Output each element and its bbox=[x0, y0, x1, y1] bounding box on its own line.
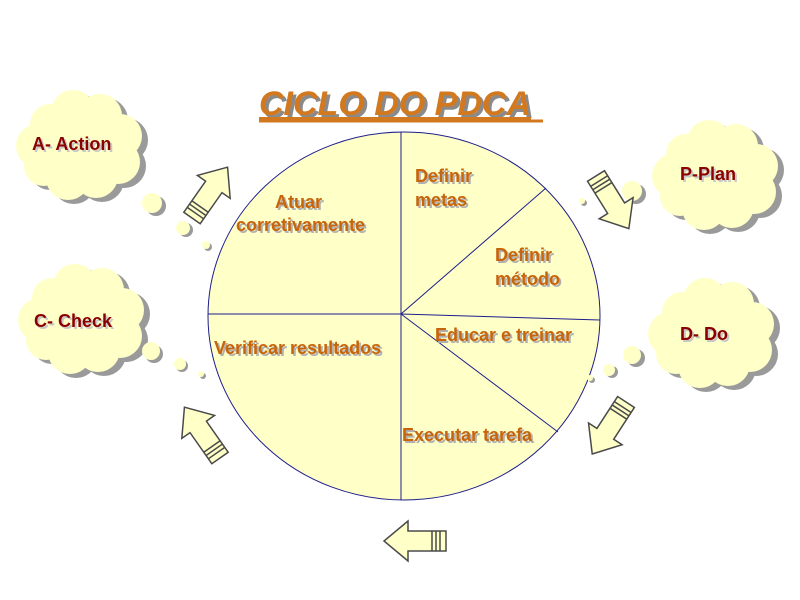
label-educar: Educar e treinar bbox=[435, 325, 572, 345]
cloud-plan-label: P-Plan bbox=[680, 164, 736, 184]
label-corretivamente: corretivamente bbox=[236, 215, 365, 235]
svg-text:A- Action: A- Action bbox=[34, 136, 113, 156]
svg-text:Atuar: Atuar bbox=[277, 194, 324, 214]
divider-right bbox=[400, 313, 601, 321]
svg-text:corretivamente: corretivamente bbox=[238, 217, 367, 237]
pdca-circle bbox=[207, 131, 601, 501]
arrow-left bbox=[383, 520, 447, 562]
svg-text:método: método bbox=[497, 271, 562, 291]
segment-educar: Educar e treinar Educar e treinar bbox=[435, 325, 574, 347]
svg-text:D- Do: D- Do bbox=[682, 326, 730, 346]
segment-definir-metas: Definir Definir metas metas bbox=[415, 166, 474, 212]
svg-text:Educar e treinar: Educar e treinar bbox=[437, 327, 574, 347]
svg-text:metas: metas bbox=[417, 192, 469, 212]
svg-text:Definir: Definir bbox=[417, 168, 474, 188]
label-metas: metas bbox=[415, 190, 467, 210]
label-metodo: método bbox=[495, 269, 560, 289]
cloud-check: C- Check C- Check bbox=[18, 264, 206, 379]
divider-upper-right bbox=[400, 187, 547, 315]
svg-text:P-Plan: P-Plan bbox=[682, 166, 738, 186]
label-definir-2: Definir bbox=[495, 245, 552, 265]
svg-text:Definir: Definir bbox=[497, 247, 554, 267]
page-title: CICLO DO PDCA CICLO DO PDCA bbox=[259, 85, 543, 126]
cloud-do: D- Do D- Do bbox=[587, 278, 780, 392]
cloud-action: A- Action A- Action bbox=[16, 90, 212, 251]
arrow-up-right bbox=[174, 154, 245, 231]
svg-text:Executar tarefa: Executar tarefa bbox=[404, 427, 535, 447]
svg-text:Verificar resultados: Verificar resultados bbox=[216, 340, 383, 360]
label-definir-1: Definir bbox=[415, 166, 472, 186]
arrow-down-left bbox=[574, 390, 644, 466]
label-verificar: Verificar resultados bbox=[214, 338, 381, 358]
arrow-up-left bbox=[167, 394, 238, 471]
title-text: CICLO DO PDCA bbox=[259, 85, 531, 123]
segment-atuar: Atuar Atuar corretivamente corretivament… bbox=[236, 192, 367, 237]
label-executar: Executar tarefa bbox=[402, 425, 533, 445]
cloud-action-label: A- Action bbox=[32, 134, 111, 154]
svg-text:C- Check: C- Check bbox=[36, 313, 115, 333]
segment-definir-metodo: Definir Definir método método bbox=[495, 245, 562, 291]
segment-executar: Executar tarefa Executar tarefa bbox=[402, 425, 535, 447]
divider-lower-right bbox=[400, 313, 559, 433]
label-atuar: Atuar bbox=[275, 192, 322, 212]
segment-verificar: Verificar resultados Verificar resultado… bbox=[214, 338, 383, 360]
cloud-check-label: C- Check bbox=[34, 311, 113, 331]
cloud-do-label: D- Do bbox=[680, 324, 728, 344]
